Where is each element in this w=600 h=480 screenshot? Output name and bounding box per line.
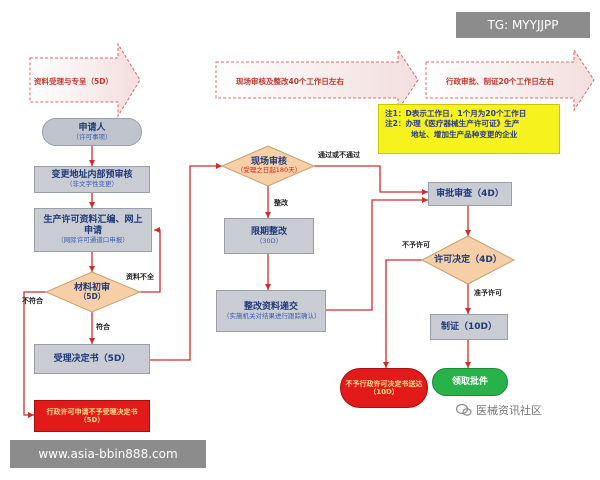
compile-sub: （网际许可通道口申报） [57, 236, 129, 245]
reject-license-title: 不予行政许可决定书送达（10D） [345, 379, 423, 396]
license-decision-title: 许可决定（4D） [434, 254, 502, 265]
edge-label-not-permit: 不予许可 [402, 241, 430, 249]
phase-banner-arrow-3 [425, 48, 595, 112]
initial-review-diamond [44, 271, 142, 313]
license-decision-diamond [420, 235, 516, 285]
rectify-submit-node: 整改资料递交 （实施机关对结果进行跟踪确认） [216, 290, 326, 332]
top-watermark: TG: MYYJJPP [456, 12, 590, 38]
phase-banner-3-label: 行政审批、制证20个工作日左右 [446, 77, 554, 86]
license-decision-label: 许可决定（4D） [430, 252, 506, 268]
acceptance-node: 受理决定书（5D） [34, 344, 150, 374]
rectify-sub: （30D） [255, 236, 283, 245]
edge-label-pass-or-fail: 通过或不通过 [318, 151, 360, 159]
legend-note: 注1：D表示工作日，1个月为20个工作日 注2：办理《医疗器械生产许可证》生产 … [378, 104, 560, 154]
brand-label: 医械资讯社区 [456, 402, 542, 418]
edge-label-conform: 符合 [96, 323, 110, 331]
initial-review-sub: （5D） [78, 291, 106, 301]
edge-acceptance-to-site-audit [150, 163, 222, 361]
rectify-title: 限期整改 [250, 226, 287, 237]
note-line-1: 注1：D表示工作日，1个月为20个工作日 [385, 109, 527, 118]
edge-incomplete-back-to-compile [140, 227, 161, 293]
initial-review-title: 材料初审 [73, 282, 110, 293]
applicant-title: 申请人 [78, 122, 106, 133]
collect-node: 领取批件 [432, 368, 508, 396]
approval-review-title: 审批审查（4D） [436, 188, 504, 199]
initial-review-label: 材料初审 （5D） [56, 280, 128, 304]
certify-node: 制证（10D） [430, 314, 508, 340]
edge-label-permit: 准予许可 [474, 289, 502, 297]
note-line-3: 地址、增加生产品种变更的企业 [411, 129, 518, 139]
change-review-title: 变更地址内部预审核 [51, 170, 133, 181]
site-audit-label: 现场审核 （受理之日起180天） [228, 154, 310, 178]
edge-site-audit-to-approval [314, 165, 428, 195]
site-audit-diamond [220, 145, 316, 187]
note-line-2: 注2：办理《医疗器械生产许可证》生产 [385, 119, 520, 129]
reject-acceptance-node: 行政许可申请不予受理决定书（5D） [34, 400, 150, 432]
bottom-watermark: www.asia-bbin888.com [10, 440, 206, 468]
site-audit-title: 现场审核 [250, 157, 287, 168]
certify-title: 制证（10D） [441, 321, 497, 332]
rectify-submit-sub: （实施机关对结果进行跟踪确认） [223, 311, 321, 320]
phase-banner-1-label: 资料受理与专呈（5D） [34, 77, 113, 86]
brand-text: 医械资讯社区 [476, 404, 542, 417]
phase-banner-arrow-1 [29, 42, 141, 118]
edge-label-not-conform: 不符合 [22, 297, 43, 305]
edge-submit-to-approval [326, 197, 428, 311]
compile-node: 生产许可资料汇编、网上申请 （网际许可通道口申报） [34, 208, 152, 252]
approval-review-node: 审批审查（4D） [428, 182, 512, 206]
phase-banner-2-label: 现场审核及整改40个工作日左右 [236, 77, 344, 86]
rectify-node: 限期整改 （30D） [224, 218, 314, 254]
applicant-sub: （许可事项） [72, 132, 112, 141]
edge-label-rectify: 整改 [274, 199, 288, 207]
change-review-sub: （非文字性变更） [66, 180, 118, 189]
rectify-submit-title: 整改资料递交 [243, 301, 298, 312]
collect-title: 领取批件 [451, 376, 488, 387]
phase-banner-arrow-2 [215, 48, 419, 112]
site-audit-sub: （受理之日起180天） [236, 166, 302, 175]
acceptance-title: 受理决定书（5D） [53, 353, 131, 364]
edge-decision-to-reject-license [383, 259, 422, 368]
change-review-node: 变更地址内部预审核 （非文字性变更） [34, 166, 150, 193]
edge-label-not-complete: 资料不全 [126, 273, 154, 281]
edge-not-conform-to-reject [23, 291, 46, 418]
reject-acceptance-title: 行政许可申请不予受理决定书（5D） [46, 407, 138, 424]
compile-title: 生产许可资料汇编、网上申请 [43, 215, 143, 236]
reject-license-node: 不予行政许可决定书送达（10D） [340, 368, 428, 408]
applicant-node: 申请人 （许可事项） [42, 118, 142, 146]
chat-bubble-icon [456, 403, 472, 416]
